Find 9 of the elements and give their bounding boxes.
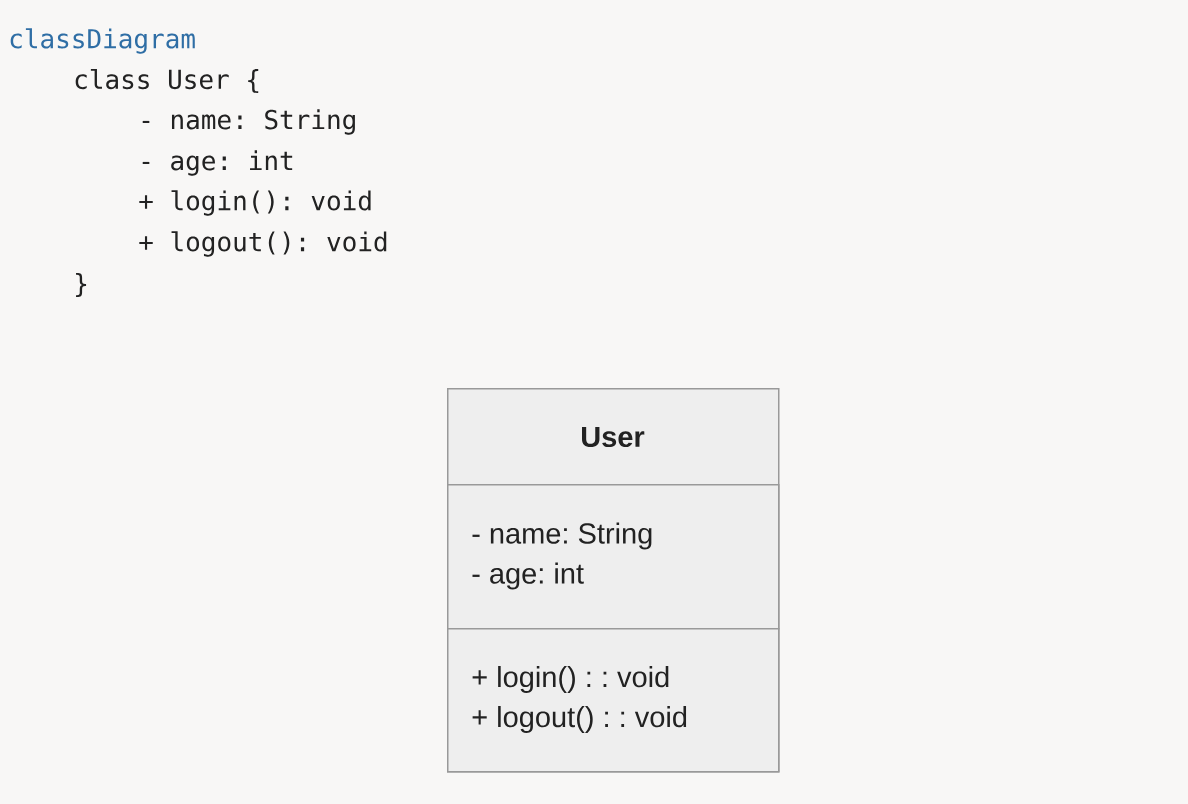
code-line: classDiagram — [10, 28, 195, 54]
code-line: + logout(): void — [139, 231, 387, 257]
code-line: + login(): void — [139, 190, 371, 216]
code-line: - age: int — [142, 150, 293, 176]
method-compartment: + login() : : void + logout() : : void — [447, 628, 780, 773]
code-line: } — [76, 273, 87, 297]
code-line: class User { — [75, 68, 259, 94]
code-line: - name: String — [142, 109, 355, 135]
attribute-compartment: - name: String - age: int — [447, 484, 780, 630]
